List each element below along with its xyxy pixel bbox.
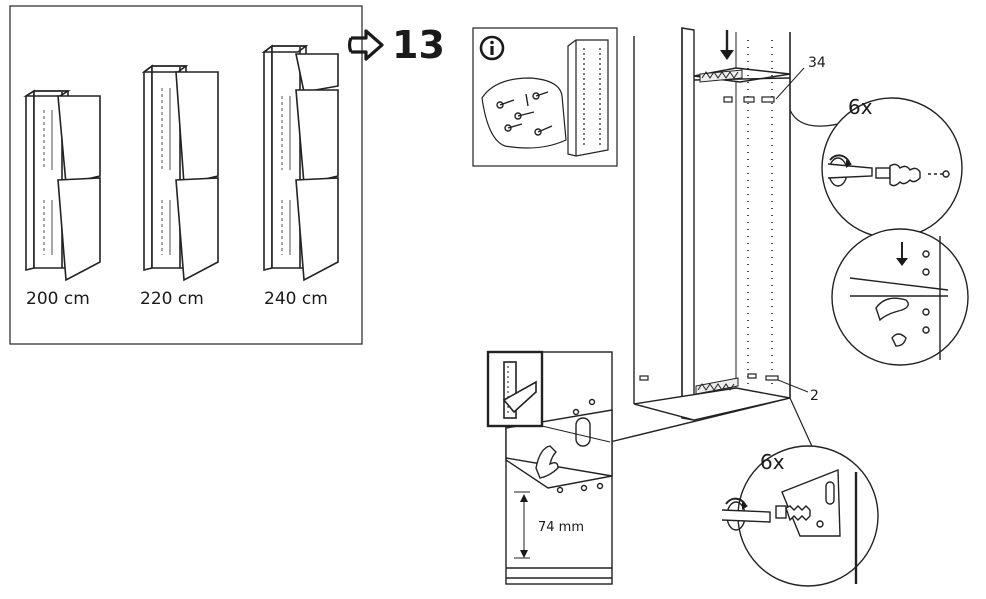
height-label-200: 200 cm <box>26 289 90 309</box>
info-circle-icon <box>479 35 505 61</box>
bottom-rail <box>695 377 739 395</box>
cabinet-200cm <box>23 89 101 282</box>
arrow-down-icon <box>720 30 734 60</box>
arrow-right-outline-icon <box>347 29 384 61</box>
size-variants-panel: 200 cm 220 cm 240 cm <box>9 5 363 345</box>
hand-pointer-icon <box>535 445 559 479</box>
top-screws <box>723 96 775 103</box>
main-cabinet-illustration <box>609 27 809 443</box>
screwdriver-icon <box>827 154 873 187</box>
cabinet-220cm <box>141 64 219 282</box>
inset-thumbnail <box>486 350 611 443</box>
step-number: 13 <box>392 23 445 67</box>
quantity-label-bottom: 6x <box>760 450 785 474</box>
measurement-label: 74 mm <box>538 520 584 535</box>
hook-detail <box>831 228 969 366</box>
part-number-34: 34 <box>808 55 826 71</box>
height-label-240: 240 cm <box>264 289 328 309</box>
dowel-screw <box>875 163 950 187</box>
screw-detail-top <box>789 97 963 239</box>
quantity-label-top: 6x <box>848 95 873 119</box>
bottom-screws <box>639 373 779 381</box>
tall-cabinet-thumbnail <box>567 39 609 157</box>
bracket-screw <box>775 505 811 522</box>
hardware-bag-illustration <box>481 77 567 149</box>
measurement-detail <box>505 351 613 585</box>
cabinet-240cm <box>261 44 339 282</box>
step-reference: 13 <box>347 23 445 67</box>
arrow-down-icon <box>896 242 908 266</box>
part-number-2: 2 <box>810 388 819 404</box>
screwdriver-icon <box>721 497 771 531</box>
bracket-detail <box>721 397 879 587</box>
top-rail <box>699 69 743 83</box>
height-label-220: 220 cm <box>140 289 204 309</box>
info-panel <box>472 27 618 167</box>
